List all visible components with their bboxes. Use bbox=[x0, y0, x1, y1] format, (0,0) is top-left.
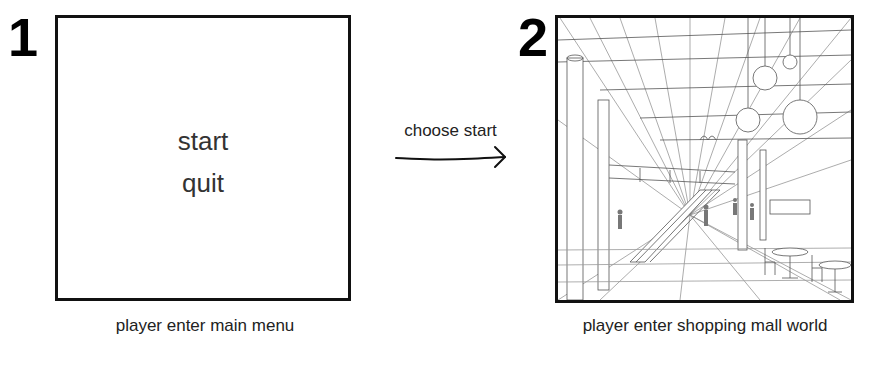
escalator-rail bbox=[636, 190, 720, 262]
menu-option: start bbox=[58, 126, 348, 157]
column bbox=[738, 140, 747, 250]
chairs bbox=[765, 248, 822, 282]
pendant-lamp bbox=[736, 108, 760, 132]
table-leg bbox=[782, 256, 798, 278]
pendant-lamp bbox=[783, 55, 797, 69]
column bbox=[567, 58, 583, 300]
pendant-lamp bbox=[783, 100, 817, 134]
plant bbox=[700, 136, 716, 140]
scene-caption: player enter main menu bbox=[116, 316, 295, 336]
table-leg bbox=[828, 269, 842, 292]
pendant-lamp bbox=[753, 66, 777, 90]
balcony bbox=[609, 165, 735, 184]
table bbox=[819, 261, 851, 269]
column-top bbox=[567, 55, 583, 61]
lamp-cords bbox=[748, 18, 800, 108]
arrow-head bbox=[495, 147, 505, 167]
people bbox=[618, 198, 755, 229]
menu-option: quit bbox=[58, 168, 348, 199]
scene-panel: 2 bbox=[555, 15, 854, 303]
scene-caption: player enter shopping mall world bbox=[583, 316, 828, 336]
column bbox=[598, 100, 609, 290]
counter bbox=[770, 200, 810, 214]
floor-lines bbox=[558, 248, 851, 282]
menu-screen: 1startquit bbox=[55, 15, 351, 301]
column bbox=[760, 150, 766, 240]
edge-label: choose start bbox=[402, 121, 499, 141]
table bbox=[772, 248, 808, 256]
step-number: 2 bbox=[518, 10, 548, 64]
arrow-shaft bbox=[396, 157, 505, 160]
perspective-lines bbox=[558, 18, 851, 300]
step-number: 1 bbox=[8, 10, 38, 64]
flow-arrow bbox=[396, 147, 505, 167]
